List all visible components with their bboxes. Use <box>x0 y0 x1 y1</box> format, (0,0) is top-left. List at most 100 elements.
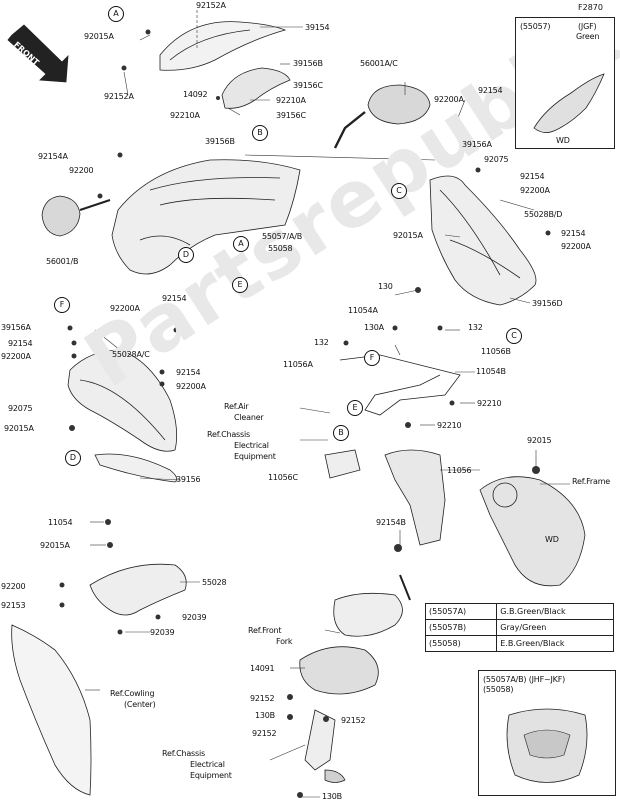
part-label: 11056C <box>268 473 298 482</box>
part-label: 92015A <box>40 541 70 550</box>
ref-circle-a: A <box>108 6 124 22</box>
ref-label: Ref.Frame <box>572 477 611 486</box>
part-label: 130A <box>364 323 384 332</box>
side-fairing-right <box>429 175 537 306</box>
ref-circle-d2: D <box>65 450 81 466</box>
bolts <box>59 29 551 798</box>
part-label: 92210A <box>276 96 306 105</box>
ref-label: Equipment <box>190 771 232 780</box>
part-label: 92210 <box>437 421 462 430</box>
part-label: 39156 <box>176 475 201 484</box>
part-label: 14092 <box>183 90 208 99</box>
part-label: 92154 <box>520 172 545 181</box>
ref-circle-c2: C <box>506 328 522 344</box>
part-label: 92039 <box>150 628 175 637</box>
ref-circle-e2: E <box>347 400 363 416</box>
part-label: 92075 <box>8 404 33 413</box>
part-label: 92200 <box>69 166 94 175</box>
part-label: 92210 <box>477 399 502 408</box>
ref-label: Ref.Chassis <box>162 749 205 758</box>
meter-cover <box>221 67 291 109</box>
part-label: 56001A/C <box>360 59 398 68</box>
inset-cowl-drawing <box>533 73 605 133</box>
inset-wd: WD <box>556 136 570 145</box>
part-label: 92200A <box>176 382 206 391</box>
ref-label: Electrical <box>234 441 269 450</box>
figure-id: F2870 <box>578 3 603 12</box>
part-label: 92152 <box>252 729 277 738</box>
part-label: 39156A <box>1 323 31 332</box>
part-label: 130B <box>255 711 275 720</box>
inset-jhf-jkf: (55057A/B) (JHF~JKF) (55058) <box>478 670 616 796</box>
part-label: 92200 <box>1 582 26 591</box>
part-label: 11054A <box>348 306 378 315</box>
part-label: 92075 <box>484 155 509 164</box>
part-label: 92200A <box>434 95 464 104</box>
ref-label: Ref.Chassis <box>207 430 250 439</box>
part-label: 11056B <box>481 347 511 356</box>
ref-label: Ref.Front <box>248 626 282 635</box>
part-label: 55028A/C <box>112 350 150 359</box>
color-table: (55057A)G.B.Green/Black (55057B)Gray/Gre… <box>424 603 614 652</box>
table-row: (55057B)Gray/Green <box>424 619 614 636</box>
ref-circle-e: E <box>232 277 248 293</box>
part-label: 92154 <box>8 339 33 348</box>
part-label: 55028 <box>202 578 227 587</box>
part-label: 92154 <box>176 368 201 377</box>
part-label: 92200A <box>110 304 140 313</box>
part-label: 92039 <box>182 613 207 622</box>
part-label: 92200A <box>1 352 31 361</box>
ref-label: Cleaner <box>234 413 264 422</box>
ref-circle-b: B <box>252 125 268 141</box>
part-label: 14091 <box>250 664 275 673</box>
table-row: (55057A)G.B.Green/Black <box>424 603 614 620</box>
wd-label: WD <box>545 535 559 544</box>
part-label: 11056 <box>447 466 472 475</box>
ref-circle-f: F <box>54 297 70 313</box>
bracket-stay <box>339 354 461 416</box>
part-label: 39156C <box>293 81 323 90</box>
ref-label: Fork <box>276 637 293 646</box>
inset-code: (55057) <box>520 22 551 31</box>
center-cowling <box>11 624 92 796</box>
part-label: 132 <box>314 338 329 347</box>
front-arrow <box>7 24 69 83</box>
part-label: 55057/A/B <box>262 232 303 241</box>
part-label: 56001/B <box>46 257 79 266</box>
ref-label: Ref.Air <box>224 402 249 411</box>
lower-cowl <box>89 563 187 616</box>
part-label: 39156B <box>293 59 323 68</box>
ref-label: Ref.Cowling <box>110 689 155 698</box>
ref-circle-f2: F <box>364 350 380 366</box>
part-label: 92154 <box>162 294 187 303</box>
ref-label: Electrical <box>190 760 225 769</box>
part-label: 92015A <box>84 32 114 41</box>
part-label: 92210A <box>170 111 200 120</box>
cover-14091 <box>299 646 379 695</box>
part-label: 92154A <box>38 152 68 161</box>
part-label: 92154B <box>376 518 406 527</box>
table-row: (55058)E.B.Green/Black <box>424 635 614 652</box>
ref-label: (Center) <box>124 700 156 709</box>
part-label: 39156B <box>205 137 235 146</box>
part-label: 92152 <box>250 694 275 703</box>
part-label: 39156A <box>462 140 492 149</box>
part-label: 39154 <box>305 23 330 32</box>
inset-front-cowl-drawing <box>506 708 588 783</box>
part-label: 55058 <box>268 244 293 253</box>
part-label: 130B <box>322 792 342 801</box>
upper-cowl <box>111 159 301 275</box>
ref-circle-d: D <box>178 247 194 263</box>
inset-code2: (55058) <box>483 685 514 694</box>
ref-circle-b2: B <box>333 425 349 441</box>
part-label: 11056A <box>283 360 313 369</box>
part-label: 11054B <box>476 367 506 376</box>
mirror-left <box>41 195 81 237</box>
part-label: 92154 <box>561 229 586 238</box>
frame <box>479 476 586 587</box>
part-label: 92015 <box>527 436 552 445</box>
inner-cowl-left <box>67 349 178 452</box>
inset-color: Green <box>576 32 600 41</box>
front-fork-bracket <box>333 592 403 637</box>
